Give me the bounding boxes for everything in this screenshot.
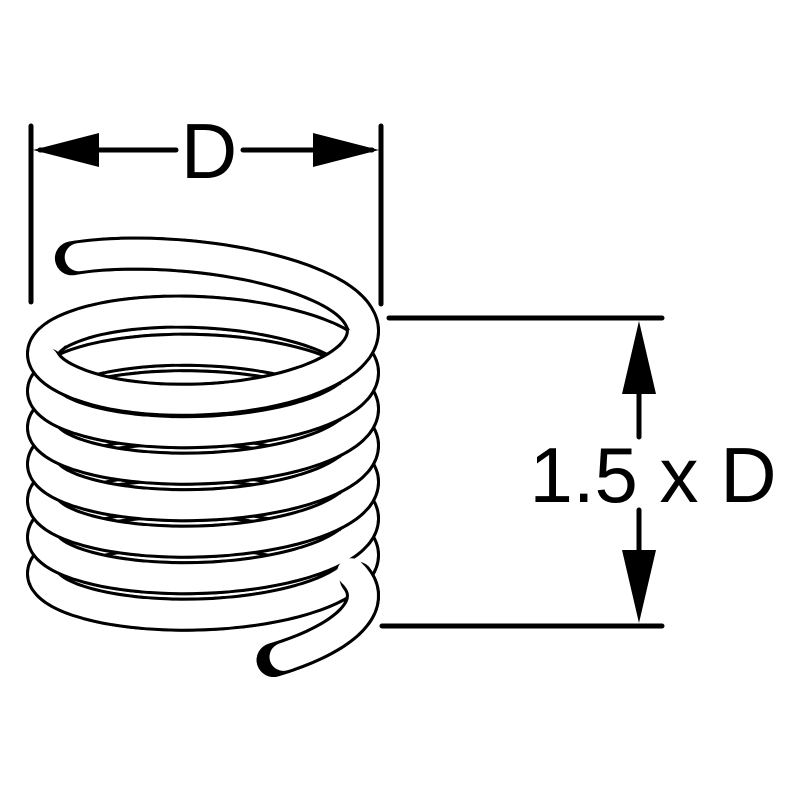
height-label: 1.5 x D bbox=[529, 431, 776, 519]
height-arrow-up-icon bbox=[622, 321, 656, 394]
diameter-label: D bbox=[181, 107, 237, 195]
coil-wire-segment bbox=[269, 558, 377, 671]
diameter-arrow-left-icon bbox=[33, 133, 99, 167]
height-arrow-down-icon bbox=[622, 550, 656, 623]
coil-wire-segment bbox=[64, 239, 195, 272]
coil-insert-illustration bbox=[26, 236, 380, 677]
height-dimension: 1.5 x D bbox=[379, 315, 777, 629]
diameter-arrow-right-icon bbox=[313, 133, 379, 167]
diameter-dimension: D bbox=[28, 107, 384, 307]
